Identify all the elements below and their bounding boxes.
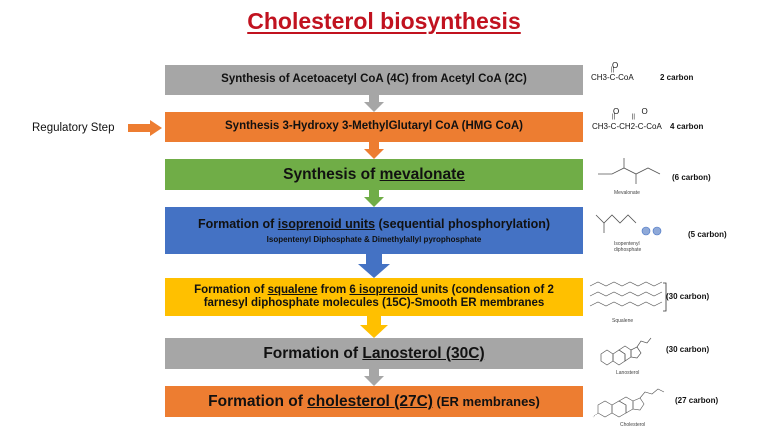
arrow-shape xyxy=(364,369,384,386)
step-4-carbon-note: (5 carbon) xyxy=(688,230,727,239)
step-7-carbon-note: (27 carbon) xyxy=(675,396,719,405)
arrow-shape xyxy=(364,190,384,207)
step-cholesterol: Formation of cholesterol (27C) (ER membr… xyxy=(165,386,583,417)
down-arrow-6-icon xyxy=(364,369,384,386)
isopentenyl-structure-icon xyxy=(595,214,662,236)
step-squalene: Formation of squalene from 6 isoprenoid … xyxy=(165,278,583,316)
sterol-sidechain xyxy=(636,337,652,348)
step-6-carbon-note: (30 carbon) xyxy=(666,345,710,354)
step-text: Formation of xyxy=(194,283,268,296)
mevalonate-structure-icon xyxy=(598,158,661,184)
squalene-zigzag xyxy=(589,281,663,287)
regulatory-step-label: Regulatory Step xyxy=(32,122,115,134)
step-text: Formation of xyxy=(208,392,308,410)
arrow-shape xyxy=(364,95,384,112)
bracket-shape xyxy=(663,282,667,312)
sterol-ring xyxy=(597,400,613,418)
sterol-dash xyxy=(592,412,599,418)
acetyl-coa-formula-top: O xyxy=(612,61,619,70)
acetyl-coa-formula: CH3-C-CoA xyxy=(591,73,634,82)
step-underlined-term: cholesterol (27C) xyxy=(307,392,433,410)
phosphate-icon xyxy=(641,226,651,236)
sterol-ring xyxy=(632,397,645,411)
step-isoprenoid-units: Formation of isoprenoid units (sequentia… xyxy=(165,207,583,254)
step-text: Formation of xyxy=(263,344,363,362)
step-5-carbon-note: (30 carbon) xyxy=(666,292,710,301)
phosphate-icon xyxy=(652,226,662,236)
squalene-zigzag xyxy=(589,291,663,297)
arrow-shape xyxy=(358,254,390,278)
step-3-carbon-note: (6 carbon) xyxy=(672,173,711,182)
squalene-zigzag xyxy=(589,301,663,307)
step-subtitle: Isopentenyl Diphosphate & Dimethylallyl … xyxy=(266,235,482,245)
hmg-coa-formula-top: O O xyxy=(613,107,648,116)
squalene-label: Squalene xyxy=(612,318,634,324)
down-arrow-1-icon xyxy=(364,95,384,112)
mevalonate-label: Mevalonate xyxy=(614,190,640,196)
sterol-ring xyxy=(630,346,642,359)
lanosterol-label: Lanosterol xyxy=(616,370,640,376)
sterol-ring xyxy=(612,349,626,366)
step-underlined-term: Lanosterol (30C) xyxy=(362,344,485,362)
arrow-shape xyxy=(360,316,388,338)
down-arrow-3-icon xyxy=(364,190,384,207)
step-text: Synthesis of Acetoacetyl CoA (4C) from A… xyxy=(221,73,527,86)
regulatory-arrow-icon xyxy=(128,120,162,136)
down-arrow-5-icon xyxy=(360,316,388,338)
down-arrow-4-icon xyxy=(358,254,390,278)
step-text-tail: (sequential phosphorylation) xyxy=(375,216,551,231)
sterol-ring xyxy=(600,349,614,366)
step-text: Formation of xyxy=(197,216,278,231)
sterol-ring xyxy=(618,345,632,362)
step-underlined-term-2: 6 isoprenoid xyxy=(349,283,418,296)
step-text-tail: (ER membranes) xyxy=(432,393,540,409)
mevalonate-chain xyxy=(598,167,661,175)
sterol-ring xyxy=(618,396,634,414)
step-text-mid: from xyxy=(317,283,350,296)
step-text-line2: farnesyl diphosphate molecules (15C)-Smo… xyxy=(203,297,545,309)
down-arrow-2-icon xyxy=(364,142,384,159)
lanosterol-structure-icon xyxy=(600,337,652,366)
step-hmg-coa: Synthesis 3-Hydroxy 3-MethylGlutaryl CoA… xyxy=(165,112,583,142)
step-acetoacetyl-coa: Synthesis of Acetoacetyl CoA (4C) from A… xyxy=(165,65,583,95)
step-underlined-term: isoprenoid units xyxy=(277,216,376,231)
step-text-tail: units (condensation of 2 xyxy=(417,283,554,296)
step-lanosterol: Formation of Lanosterol (30C) xyxy=(165,338,583,369)
sterol-sidechain xyxy=(639,388,665,399)
isopentenyl-label: Isopentenyl diphosphate xyxy=(614,241,642,253)
step-2-carbon-note: 4 carbon xyxy=(670,122,704,131)
page-title: Cholesterol biosynthesis xyxy=(247,8,521,34)
squalene-bracket-icon xyxy=(663,282,667,312)
step-text: Synthesis of xyxy=(283,165,380,183)
cholesterol-structure-icon xyxy=(592,388,665,418)
isopentenyl-chain xyxy=(595,214,637,224)
step-text: Synthesis 3-Hydroxy 3-MethylGlutaryl CoA… xyxy=(225,120,523,133)
arrow-shape xyxy=(128,120,162,136)
step-underlined-term: mevalonate xyxy=(379,165,465,183)
acetyl-coa-formula-bond: || xyxy=(611,67,615,73)
cholesterol-label: Cholesterol xyxy=(620,422,646,428)
step-underlined-term: squalene xyxy=(267,283,318,296)
arrow-shape xyxy=(364,142,384,159)
step-1-carbon-note: 2 carbon xyxy=(660,73,694,82)
hmg-coa-formula: CH3-C-CH2-C-CoA xyxy=(592,122,662,131)
step-mevalonate: Synthesis of mevalonate xyxy=(165,159,583,190)
hmg-coa-formula-bond: || || xyxy=(612,114,635,120)
sterol-ring xyxy=(611,400,627,418)
squalene-structure-icon xyxy=(589,281,663,307)
